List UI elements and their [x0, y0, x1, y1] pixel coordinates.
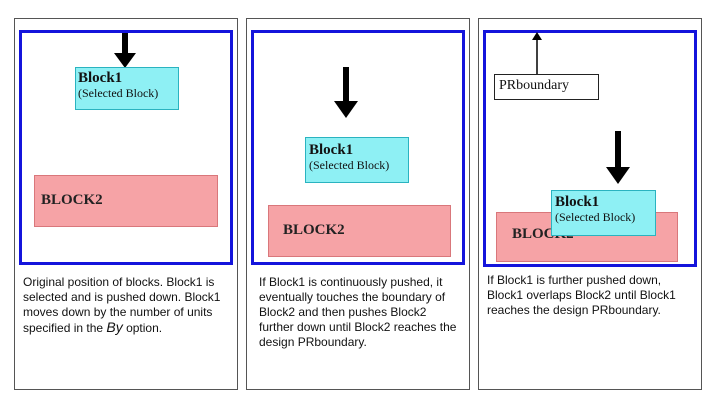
pr-boundary [19, 30, 233, 265]
block1-title: Block1 [78, 70, 123, 86]
push-down-arrow-icon [334, 67, 358, 118]
block1-title: Block1 [555, 194, 600, 210]
panel-caption: If Block1 is further pushed down, Block1… [487, 273, 676, 317]
panel-overlaps-block2: PRboundary BLOCK2 Block1 (Selected Block… [478, 18, 702, 390]
block1-subtitle: (Selected Block) [309, 158, 390, 172]
panel-caption: If Block1 is continuously pushed, it eve… [259, 275, 457, 349]
block1-subtitle: (Selected Block) [78, 86, 159, 100]
panel-caption: Original position of blocks. Block1 is s… [23, 275, 221, 335]
block1-selected: Block1 (Selected Block) [305, 137, 409, 183]
prboundary-label: PRboundary [494, 74, 599, 100]
block2: BLOCK2 [34, 175, 218, 227]
push-down-arrow-icon [606, 131, 630, 184]
block1-title: Block1 [309, 142, 354, 158]
push-down-arrow-icon [114, 33, 136, 68]
block1-selected: Block1 (Selected Block) [551, 190, 656, 236]
by-option-label: By [106, 319, 123, 335]
panel-pushes-block2: Block1 (Selected Block) BLOCK2 If Block1… [246, 18, 470, 390]
pr-boundary [251, 30, 465, 265]
block2-label: BLOCK2 [283, 222, 345, 238]
panel-original-position: Block1 (Selected Block) BLOCK2 Original … [14, 18, 238, 390]
block2: BLOCK2 [268, 205, 451, 257]
block2-label: BLOCK2 [41, 192, 103, 208]
pr-boundary [483, 30, 697, 267]
boundary-pointer-arrow-icon [532, 32, 542, 76]
block1-subtitle: (Selected Block) [555, 210, 636, 224]
block1-selected: Block1 (Selected Block) [75, 67, 179, 110]
